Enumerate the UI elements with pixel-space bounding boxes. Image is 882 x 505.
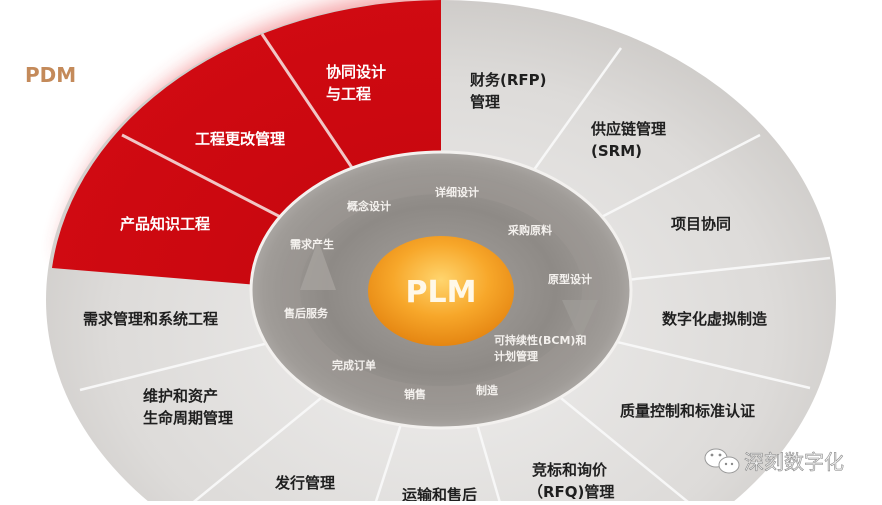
flow-arrow-up-icon [300,240,336,290]
segment-logistics-aftersales: 运输和售后 [402,486,477,504]
stage-sustainability-bcm: 可持续性(BCM)和 [494,333,586,347]
stage-detail-design: 详细设计 [435,185,479,199]
stage-sales: 销售 [404,387,426,401]
pdm-label: PDM [25,63,76,87]
svg-text:质量控制和标准认证: 质量控制和标准认证 [620,402,755,420]
stage-prototype: 原型设计 [548,272,592,286]
svg-text:管理: 管理 [470,93,500,111]
segment-quality-control: 质量控制和标准认证 [620,402,755,420]
segment-project-collab: 项目协同 [671,215,731,233]
svg-text:项目协同: 项目协同 [671,215,731,233]
stage-manufacturing: 制造 [476,383,499,397]
flow-arrow-down-icon [562,300,598,340]
plm-core [368,236,514,346]
svg-text:（RFQ)管理: （RFQ)管理 [528,483,614,501]
segment-bidding-rfq: 竞标和询价 （RFQ)管理 [528,461,614,501]
svg-text:财务(RFP): 财务(RFP) [470,71,547,89]
svg-text:工程更改管理: 工程更改管理 [195,130,285,148]
stage-planning: 计划管理 [494,349,538,363]
svg-text:协同设计: 协同设计 [326,63,386,81]
pdm-segment-product-knowledge: 产品知识工程 [120,215,210,233]
segment-requirements-systems: 需求管理和系统工程 [83,310,218,328]
svg-text:(SRM): (SRM) [591,142,642,160]
stage-after-sales: 售后服务 [283,306,329,320]
svg-text:维护和资产: 维护和资产 [143,387,218,405]
svg-text:供应链管理: 供应链管理 [590,120,666,138]
stage-concept-design: 概念设计 [347,199,391,213]
svg-text:与工程: 与工程 [326,85,371,103]
segment-release-management: 发行管理 [274,474,335,492]
pdm-segment-engineering-change: 工程更改管理 [195,130,285,148]
svg-text:发行管理: 发行管理 [274,474,335,492]
wechat-icon [704,448,740,474]
segment-maintenance-asset: 维护和资产 生命周期管理 [143,387,233,427]
stage-requirement: 需求产生 [290,237,334,251]
svg-text:竞标和询价: 竞标和询价 [532,461,608,479]
segment-supply-chain: 供应链管理 (SRM) [590,120,666,160]
svg-text:深刻数字化: 深刻数字化 [744,450,844,474]
watermark: 深刻数字化 [704,448,844,474]
stage-order-completion: 完成订单 [332,358,376,372]
pdm-segment-collab-design: 协同设计 与工程 [326,63,386,103]
plm-label: PLM [406,275,477,310]
segment-digital-manufacturing: 数字化虚拟制造 [662,310,767,328]
svg-text:需求管理和系统工程: 需求管理和系统工程 [83,310,218,328]
segment-finance-rfp: 财务(RFP) 管理 [470,71,547,111]
svg-text:生命周期管理: 生命周期管理 [143,409,233,427]
svg-text:产品知识工程: 产品知识工程 [120,215,210,233]
stage-procurement: 采购原料 [507,223,552,237]
svg-text:运输和售后: 运输和售后 [402,486,477,501]
svg-text:数字化虚拟制造: 数字化虚拟制造 [662,310,767,328]
